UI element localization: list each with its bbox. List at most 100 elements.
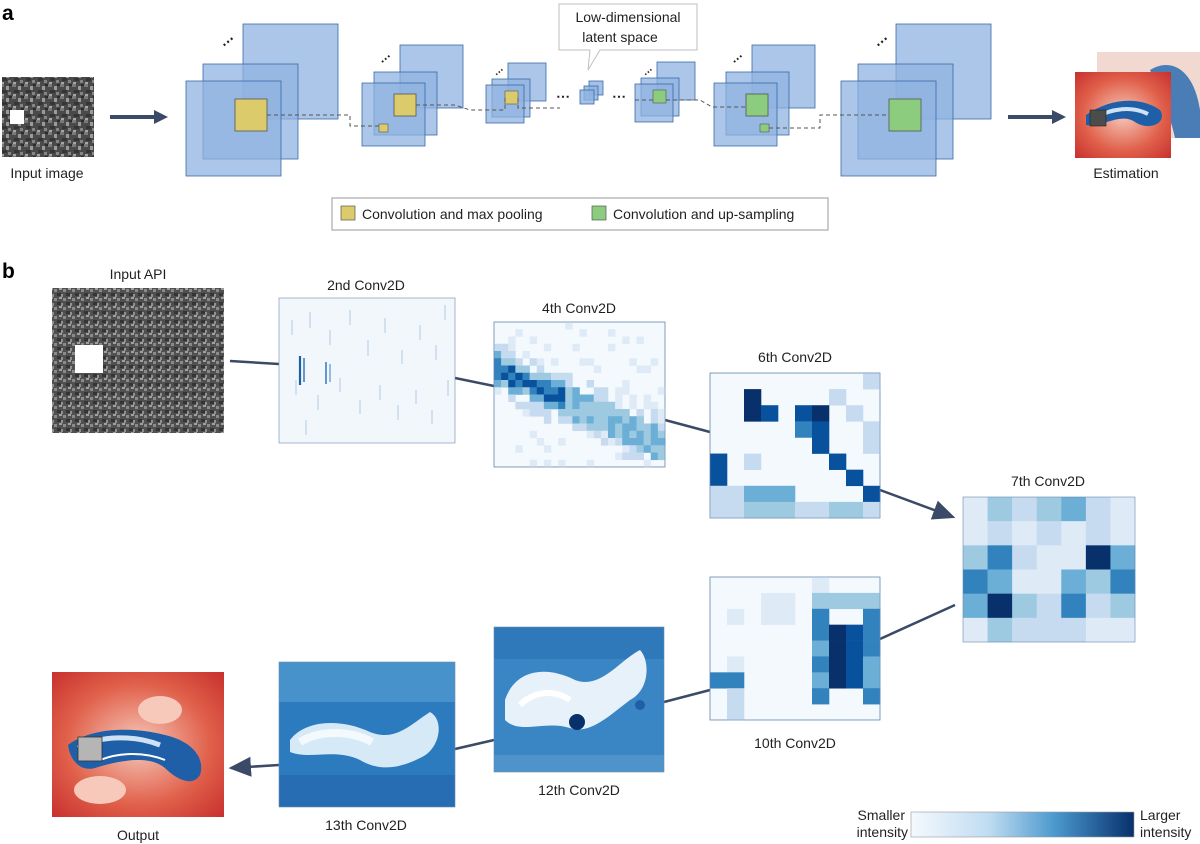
heatmap-cell	[1036, 593, 1062, 619]
heatmap-cell	[543, 401, 552, 410]
heatmap-cell	[622, 445, 630, 453]
stage-conv10-label: 10th Conv2D	[754, 735, 836, 751]
heatmap-cell	[643, 423, 652, 432]
heatmap-cell	[543, 387, 552, 395]
heatmap-cell	[650, 423, 659, 432]
heatmap-cell	[522, 351, 530, 359]
heatmap-cell	[987, 497, 1013, 522]
heatmap-cell	[778, 485, 796, 503]
heatmap-cell	[508, 365, 516, 374]
heatmap-cell	[551, 387, 559, 395]
output-arrow	[1008, 110, 1066, 124]
heatmap-cell	[615, 452, 623, 461]
heatmap-cell	[744, 389, 762, 406]
stage-conv7-label: 7th Conv2D	[1011, 473, 1085, 489]
heatmap-cell	[586, 416, 595, 424]
heatmap-cell	[863, 624, 881, 641]
stage-input-image	[52, 288, 224, 433]
heatmap-cell	[600, 423, 609, 432]
heatmap-cell	[744, 453, 762, 470]
heatmap-cell	[1110, 593, 1136, 619]
heatmap-cell	[643, 459, 652, 468]
heatmap-cell	[558, 438, 566, 446]
heatmap-cell	[636, 365, 644, 374]
heatmap-cell	[501, 380, 509, 388]
heatmap-cell	[778, 592, 796, 610]
colorbar-high-line2: intensity	[1140, 824, 1191, 840]
heatmap-cell	[1085, 497, 1111, 522]
heatmap-cell	[629, 423, 637, 432]
heatmap-cell	[615, 423, 623, 432]
heatmap-cell	[744, 485, 762, 503]
heatmap-cell	[795, 501, 813, 519]
heatmap-cell	[1036, 497, 1062, 522]
heatmap-cell	[863, 640, 881, 657]
encoder-layer-2: ⋯	[361, 44, 464, 147]
heatmap-cell	[657, 387, 666, 395]
latent-space: ⋯ ⋯	[556, 80, 626, 105]
heatmap-cell	[1036, 569, 1062, 594]
heatmap-cell	[1085, 521, 1111, 546]
heatmap-cell	[558, 394, 566, 403]
svg-text:⋯: ⋯	[217, 31, 238, 52]
input-image	[2, 77, 94, 157]
heatmap-cell	[657, 438, 666, 446]
heatmap-cell	[643, 445, 652, 453]
heatmap-cell	[987, 521, 1013, 546]
heatmap-cell	[710, 469, 728, 487]
heatmap-cell	[795, 421, 813, 438]
heatmap-cell	[1085, 545, 1111, 570]
heatmap-cell	[572, 423, 580, 432]
heatmap-cell	[572, 387, 580, 395]
heatmap-cell	[1036, 617, 1062, 643]
estimation-image	[1075, 52, 1200, 158]
heatmap-cell	[1110, 569, 1136, 594]
heatmap-cell	[543, 409, 552, 417]
heatmap-cell	[529, 380, 538, 388]
heatmap-cell	[863, 672, 881, 689]
heatmap-cell	[600, 387, 609, 395]
stage-input-label: Input API	[110, 266, 167, 282]
heatmap-cell	[1012, 545, 1038, 570]
heatmap-cell	[579, 416, 587, 424]
heatmap-cell	[778, 608, 796, 625]
heatmap-cell	[565, 387, 573, 395]
heatmap-cell	[829, 592, 847, 610]
heatmap-cell	[761, 592, 779, 610]
heatmap-cell	[600, 430, 609, 439]
heatmap-cell	[608, 438, 616, 446]
heatmap-cell	[1012, 617, 1038, 643]
stage-output-image	[52, 672, 224, 817]
heatmap-cell	[812, 672, 830, 689]
heatmap-cell	[622, 416, 630, 424]
heatmap-cell	[494, 365, 502, 374]
heatmap-cell	[494, 343, 502, 352]
heatmap-cell	[643, 401, 652, 410]
heatmap-cell	[522, 365, 530, 374]
heatmap-cell	[565, 394, 573, 403]
heatmap-cell	[744, 405, 762, 422]
heatmap-cell	[863, 592, 881, 610]
heatmap-cell	[650, 416, 659, 424]
heatmap-cell	[744, 501, 762, 519]
heatmap-cell	[501, 351, 509, 359]
heatmap-cell	[987, 593, 1013, 619]
heatmap-cell	[1012, 593, 1038, 619]
heatmap-cell	[565, 416, 573, 424]
heatmap-cell	[508, 336, 516, 345]
heatmap-cell	[812, 421, 830, 438]
heatmap-cell	[579, 358, 587, 366]
heatmap-cell	[650, 358, 659, 366]
heatmap-cell	[727, 608, 745, 625]
panel-b-letter: b	[2, 260, 15, 283]
decoder-layer-1: ⋯	[634, 61, 696, 123]
heatmap-cell	[636, 452, 644, 461]
heatmap-cell	[529, 401, 538, 410]
heatmap-cell	[572, 416, 580, 424]
heatmap-cell	[508, 380, 516, 388]
heatmap-cell	[829, 640, 847, 657]
heatmap-cell	[812, 501, 830, 519]
legend-decoder-label: Convolution and up-sampling	[613, 206, 794, 222]
heatmap-cell	[600, 409, 609, 417]
